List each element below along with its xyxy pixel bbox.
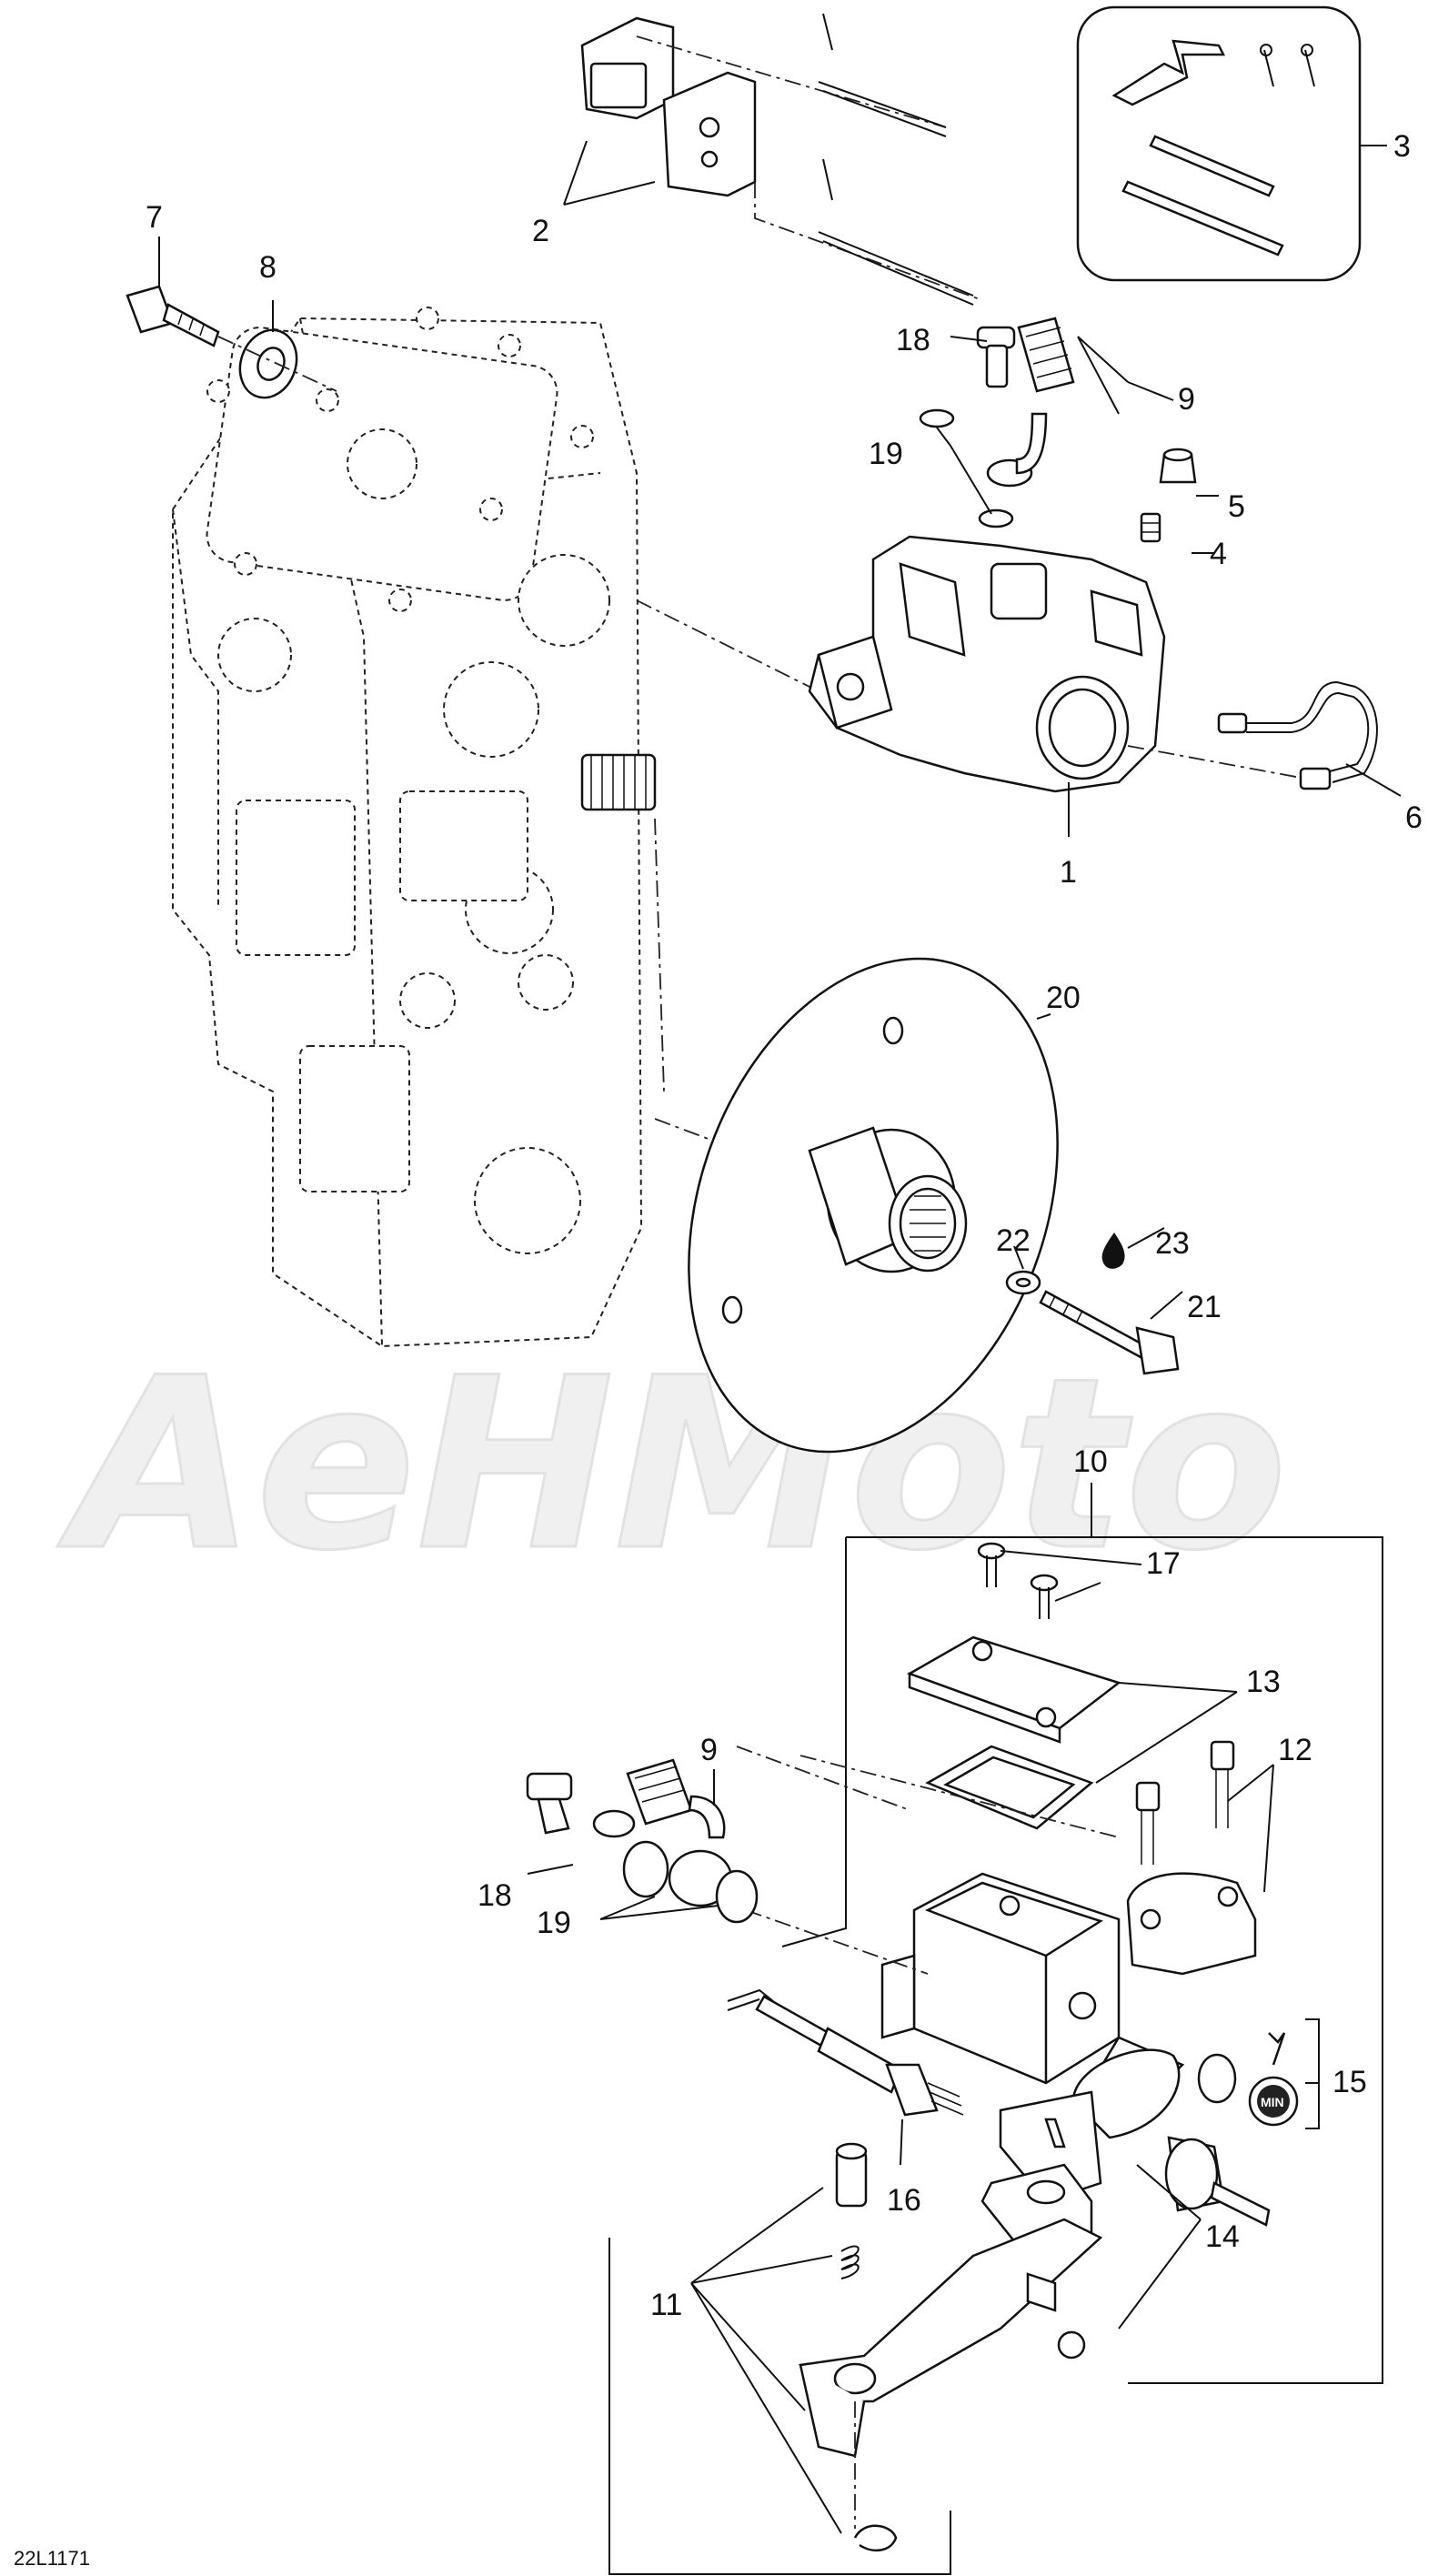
callout-15: 15 [1332, 2065, 1367, 2099]
callout-6: 6 [1405, 800, 1423, 835]
callout-21: 21 [1187, 1290, 1222, 1324]
screws-17 [977, 1542, 1059, 1619]
gearbox-housing-outline [172, 307, 657, 1348]
brake-pads [580, 13, 983, 306]
pad-pins [818, 13, 974, 306]
min-label: MIN [1261, 2095, 1284, 2109]
callout-11: 11 [650, 2288, 682, 2322]
pivot-parts-11 [835, 2142, 898, 2552]
callout-17: 17 [1146, 1546, 1181, 1581]
callout-9-top: 9 [1178, 382, 1195, 417]
brake-pedal-14 [799, 2118, 1103, 2458]
brake-disc [688, 957, 1059, 1454]
callout-13: 13 [1246, 1665, 1281, 1699]
callout-12: 12 [1278, 1733, 1312, 1767]
brake-caliper [808, 448, 1197, 793]
callout-19-bottom: 19 [537, 1906, 571, 1940]
reservoir-cap-15: MIN [1197, 2018, 1320, 2129]
brake-line-6 [1127, 680, 1378, 790]
master-cylinder-body [745, 1755, 1185, 2203]
callout-14: 14 [1205, 2219, 1240, 2254]
reservoir-cover-13 [907, 1635, 1121, 1830]
master-cylinder-plug [1164, 2136, 1271, 2227]
clamp-bolts-12 [1126, 1740, 1257, 1976]
callout-22: 22 [996, 1223, 1031, 1258]
callout-8: 8 [259, 250, 277, 285]
callout-18-top: 18 [896, 323, 930, 357]
diagram-reference-code: 22L1171 [14, 2547, 90, 2570]
callout-5: 5 [1228, 489, 1245, 524]
callout-9-bottom: 9 [700, 1733, 718, 1767]
callout-10: 10 [1073, 1444, 1108, 1479]
callout-1: 1 [1060, 855, 1077, 890]
master-cylinder-bracket [781, 1483, 1383, 2384]
callout-7: 7 [146, 200, 163, 235]
callout-23: 23 [1155, 1226, 1190, 1261]
threadlocker-drop-23 [1101, 1233, 1125, 1269]
push-rod-16 [727, 1988, 964, 2117]
washer-22 [1005, 1270, 1041, 1295]
callout-19-top: 19 [869, 437, 903, 471]
washer-8 [217, 328, 337, 399]
banjo-fitting-top [919, 317, 1075, 528]
callout-18-bottom: 18 [478, 1878, 512, 1913]
callout-20: 20 [1046, 981, 1081, 1015]
pin-kit-box [1076, 5, 1362, 282]
watermark: AeHMoto [55, 1328, 1288, 1603]
bolt-7 [126, 285, 220, 347]
callout-3: 3 [1393, 129, 1411, 164]
callout-4: 4 [1210, 537, 1227, 571]
banjo-fitting-bottom [526, 1746, 910, 1924]
bolt-21 [1039, 1290, 1180, 1375]
callout-16: 16 [887, 2183, 921, 2218]
callout-2: 2 [532, 214, 549, 248]
leader-lines [158, 140, 1402, 2534]
